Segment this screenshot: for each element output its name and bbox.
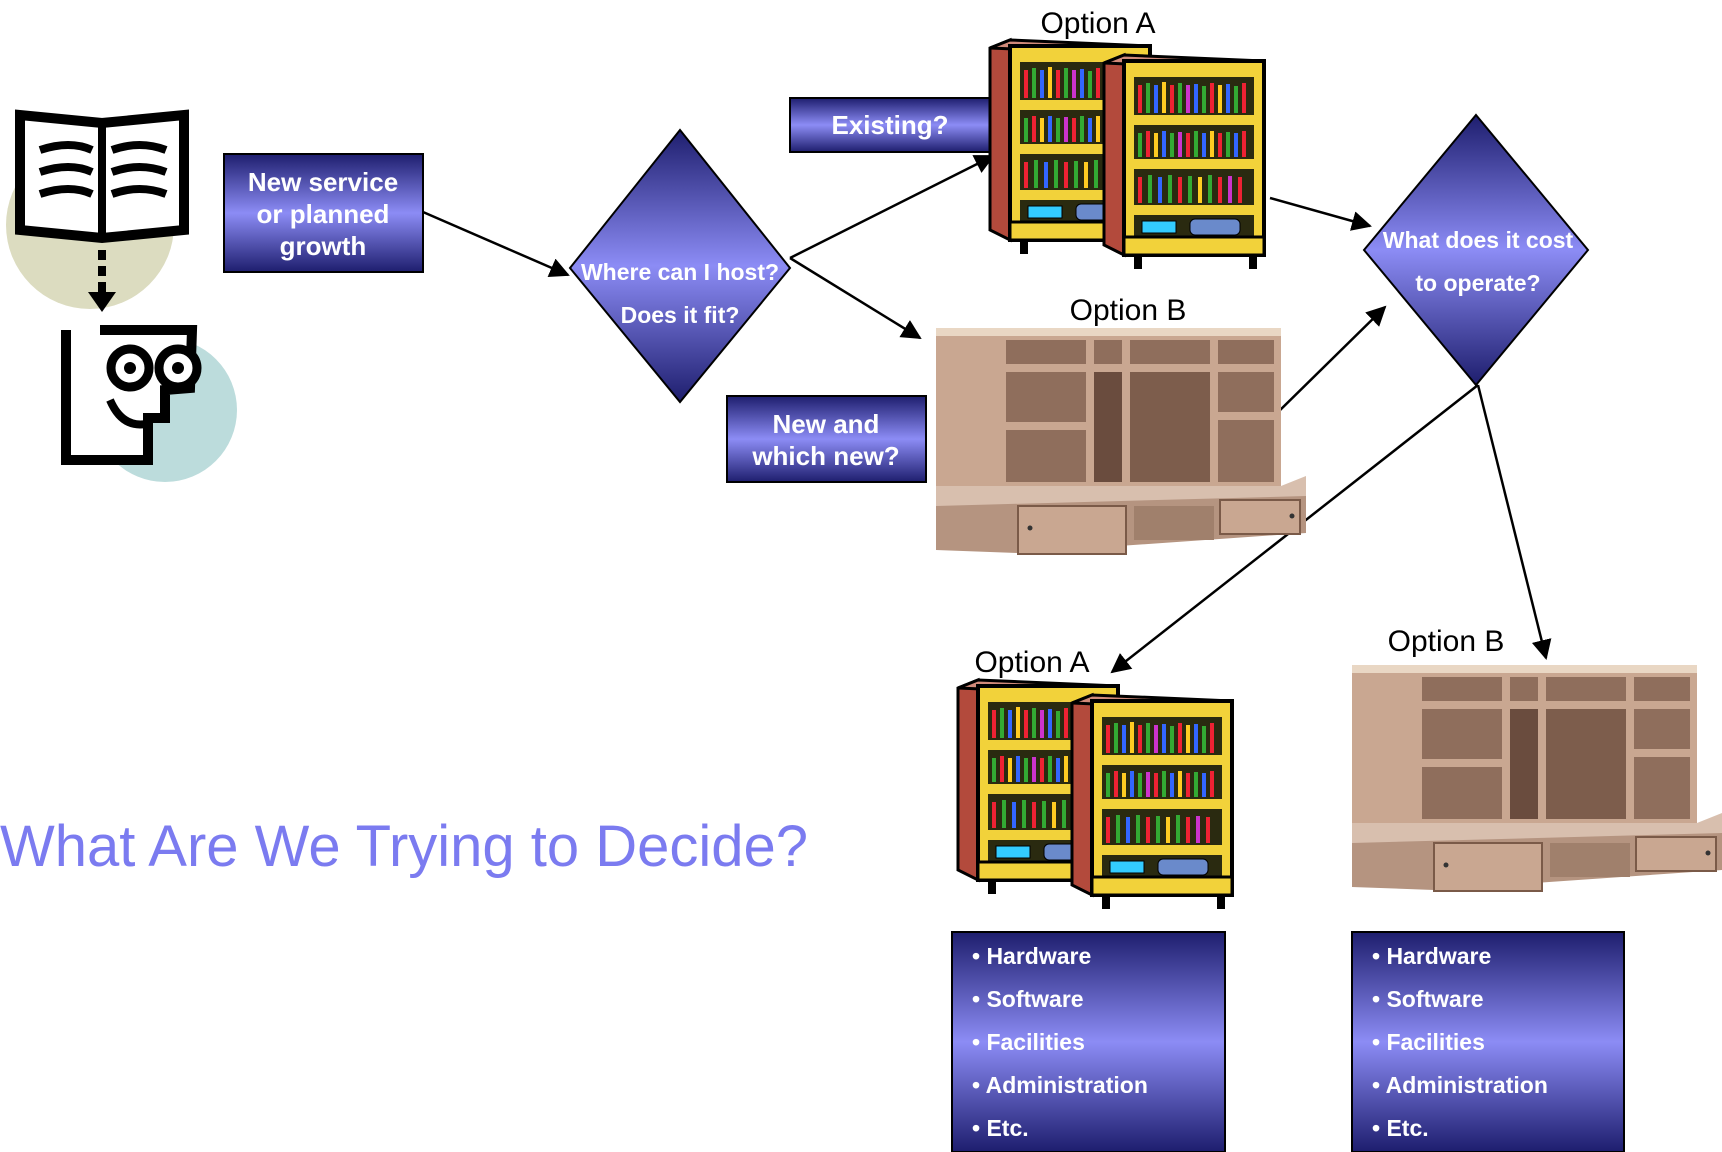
bookcase-icon bbox=[988, 38, 1266, 271]
cost-a-item-5: • Etc. bbox=[972, 1115, 1029, 1141]
cost-list-option-b: • Hardware • Software • Facilities • Adm… bbox=[1351, 931, 1625, 1152]
new-service-line-3: growth bbox=[280, 231, 367, 261]
cost-b-item-1: • Hardware bbox=[1372, 943, 1491, 969]
page-title: What Are We Trying to Decide? bbox=[0, 814, 808, 879]
cost-b-item-4: • Administration bbox=[1372, 1072, 1548, 1098]
new-service-line-2: or planned bbox=[257, 199, 390, 229]
new-service-line-1: New service bbox=[248, 167, 398, 197]
arrows bbox=[422, 154, 1552, 674]
bottom-option-b-label: Option B bbox=[1388, 625, 1505, 658]
cost-b-item-2: • Software bbox=[1372, 986, 1484, 1012]
host-line-1: Where can I host? bbox=[581, 259, 779, 285]
arrow-option-a-to-cost bbox=[1269, 196, 1372, 231]
arrow-option-b-to-cost bbox=[1271, 305, 1387, 419]
host-decision-diamond: Where can I host? Does it fit? bbox=[568, 128, 792, 404]
open-book-icon bbox=[6, 109, 189, 312]
new-which-line-1: New and bbox=[773, 409, 880, 439]
existing-box: Existing? bbox=[789, 97, 991, 153]
arrow-host-to-option-a bbox=[789, 154, 995, 260]
new-which-box: New and which new? bbox=[726, 395, 927, 483]
bottom-option-a-label: Option A bbox=[974, 646, 1089, 679]
top-option-b-label: Option B bbox=[1070, 294, 1187, 327]
arrow-host-to-option-b bbox=[789, 256, 922, 340]
host-line-2: Does it fit? bbox=[621, 302, 740, 328]
cabinet-icon bbox=[935, 327, 1307, 555]
cost-a-item-3: • Facilities bbox=[972, 1029, 1085, 1055]
top-option-a-label: Option A bbox=[1040, 7, 1155, 40]
existing-label: Existing? bbox=[831, 110, 948, 140]
new-which-line-2: which new? bbox=[751, 441, 899, 471]
cost-a-item-4: • Administration bbox=[972, 1072, 1148, 1098]
cost-line-2: to operate? bbox=[1415, 270, 1540, 296]
arrow-cost-to-option-b-bottom bbox=[1476, 384, 1552, 660]
cost-b-item-5: • Etc. bbox=[1372, 1115, 1429, 1141]
bookcase-icon bbox=[956, 678, 1234, 911]
cost-decision-diamond: What does it cost to operate? bbox=[1362, 113, 1590, 387]
cabinet-icon bbox=[1351, 664, 1722, 892]
cost-a-item-1: • Hardware bbox=[972, 943, 1091, 969]
cost-b-item-3: • Facilities bbox=[1372, 1029, 1485, 1055]
cost-list-option-a: • Hardware • Software • Facilities • Adm… bbox=[951, 931, 1226, 1152]
cost-a-item-2: • Software bbox=[972, 986, 1084, 1012]
new-service-box: New service or planned growth bbox=[223, 153, 424, 273]
arrow-service-to-host bbox=[422, 210, 570, 277]
cost-line-1: What does it cost bbox=[1383, 227, 1574, 253]
thinking-face-icon bbox=[61, 325, 237, 482]
